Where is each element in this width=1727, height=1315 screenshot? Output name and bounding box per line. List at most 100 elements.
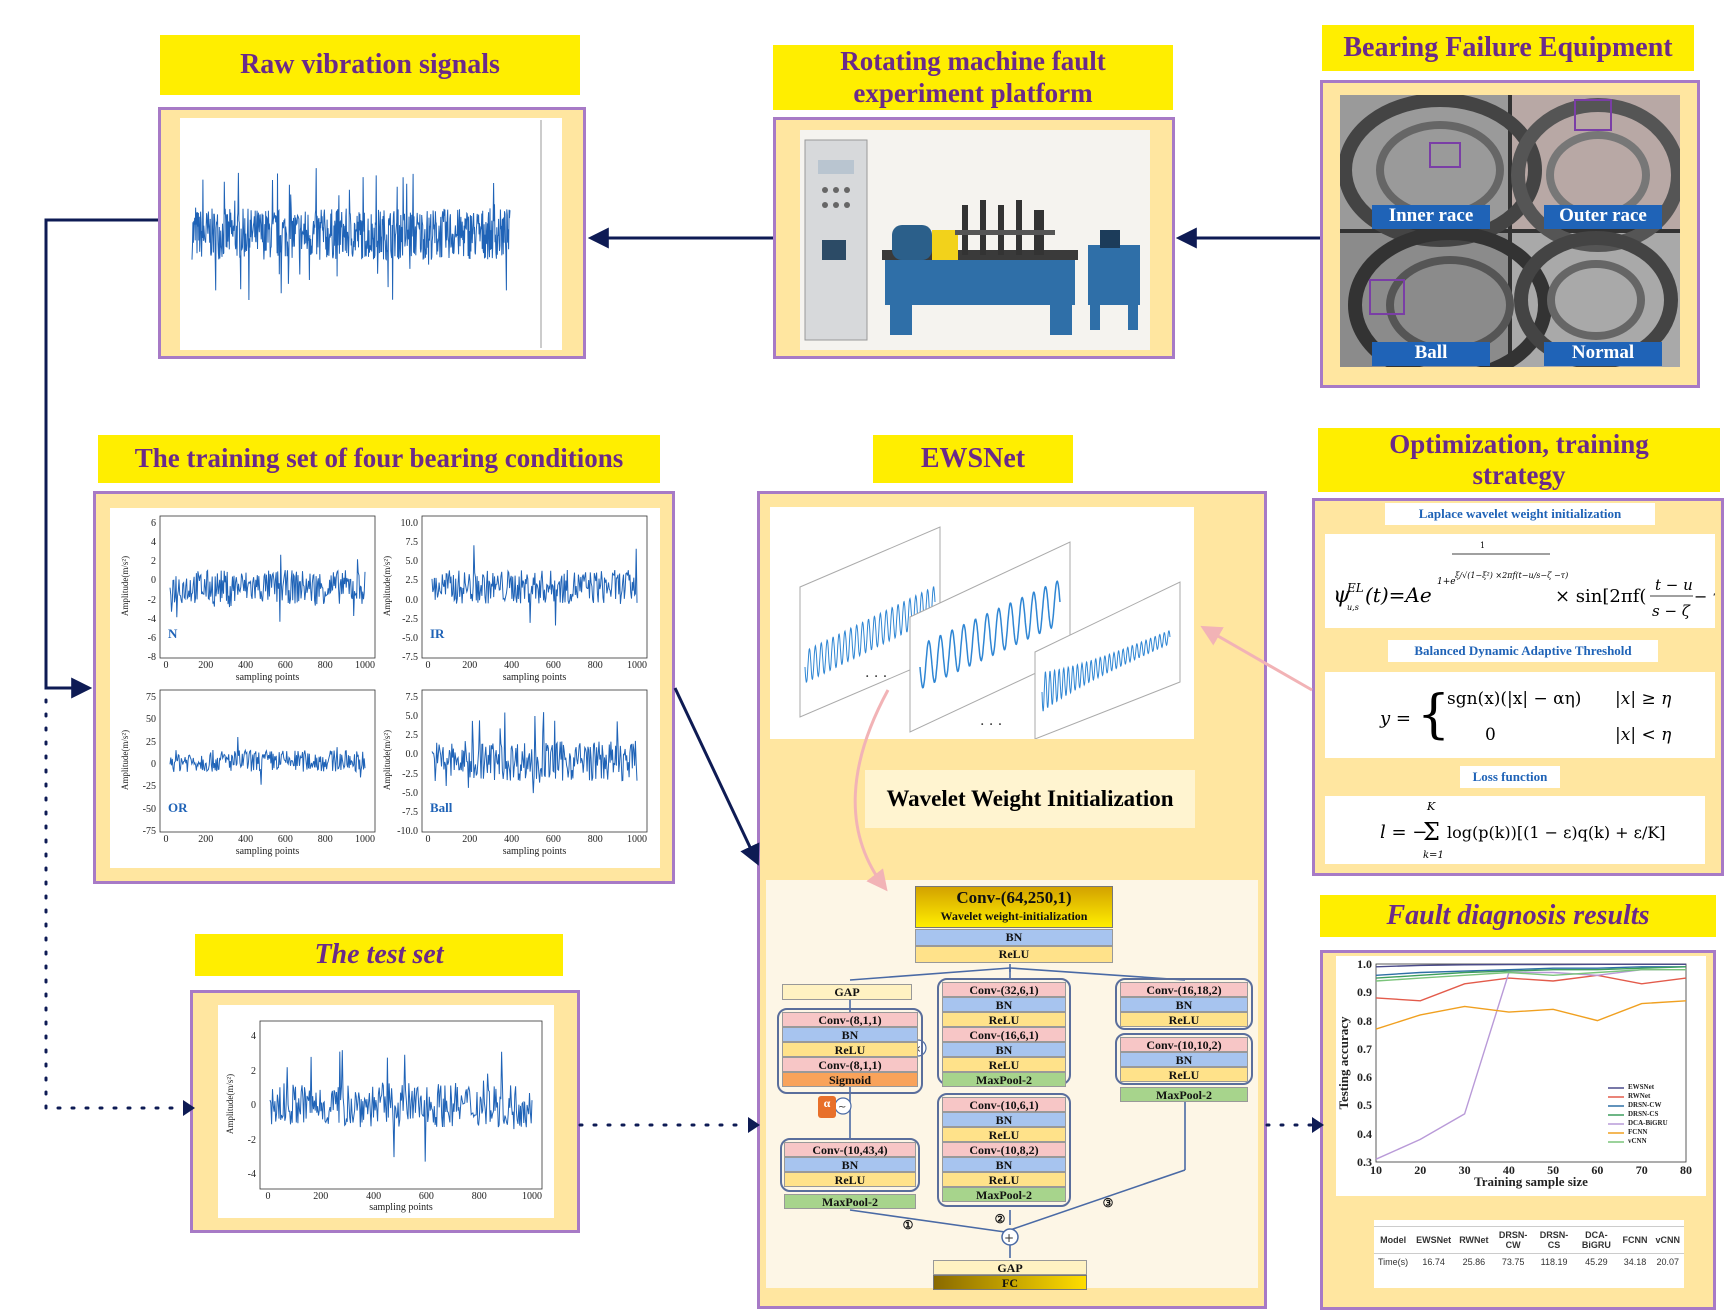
loss-formula-svg: l = − K Σ k=1 log(p(k))[(1 − ε)q(k) + ε/… [1380, 800, 1666, 861]
training-xtick: 600 [545, 834, 561, 845]
svg-text:. . .: . . . [865, 665, 887, 681]
results-xtick: 20 [1414, 1163, 1427, 1177]
title-bearing: Bearing Failure Equipment [1322, 25, 1694, 71]
path-number-1: ① [902, 1218, 914, 1232]
title-raw-signals: Raw vibration signals [160, 35, 580, 95]
test-ytick: 4 [251, 1031, 256, 1042]
training-ytick: -10.0 [397, 826, 418, 837]
branch1-group2 [780, 1138, 920, 1192]
bearing-label-outer-race: Outer race [1544, 205, 1662, 229]
training-xtick: 200 [462, 660, 478, 671]
branch2-relu1: ReLU [942, 1012, 1066, 1027]
svg-text:EL: EL [1346, 581, 1364, 595]
training-xtick: 1000 [355, 834, 375, 845]
branch2-conv4: Conv-(10,8,2) [942, 1142, 1066, 1157]
branch2-conv1: Conv-(32,6,1) [942, 982, 1066, 997]
training-xtick: 600 [277, 660, 293, 671]
title-platform-line2: experiment platform [853, 77, 1093, 108]
bearing-label-normal: Normal [1544, 342, 1662, 366]
top-relu: ReLU [915, 946, 1113, 963]
time-table-cell: 118.19 [1533, 1253, 1575, 1270]
svg-text:− τ): − τ) [1694, 587, 1715, 606]
training-xtick: 400 [238, 834, 254, 845]
training-xtick: 1000 [355, 660, 375, 671]
threshold-formula-svg: y = { sgn(x)(|x| − αη) |x| ≥ η 0 |x| < η [1379, 685, 1672, 745]
svg-text:u,s: u,s [1347, 603, 1359, 612]
training-ytick: -5.0 [402, 787, 418, 799]
training-ytick: 6 [151, 518, 156, 529]
test-xtick: 200 [313, 1191, 329, 1202]
branch3-bn2: BN [1120, 1052, 1248, 1067]
training-ylabel: Amplitude(m/s²) [382, 555, 392, 617]
svg-text:sgn(x)(|x| − αη): sgn(x)(|x| − αη) [1447, 689, 1581, 709]
wavelet-weights-panel: . . . . . . [770, 507, 1194, 740]
branch2-maxpool1: MaxPool-2 [942, 1072, 1066, 1087]
branch3-group2 [1115, 1033, 1253, 1085]
bearing-label-inner-race: Inner race [1372, 205, 1490, 229]
test-xtick: 600 [418, 1191, 434, 1202]
title-optimization: Optimization, training strategy [1318, 428, 1720, 492]
svg-text:|x| < η: |x| < η [1615, 725, 1672, 745]
branch1-relu2: ReLU [784, 1172, 916, 1187]
time-table-header-cell: vCNN [1651, 1226, 1684, 1254]
test-xtick: 400 [366, 1191, 382, 1202]
time-table-cell: 73.75 [1492, 1253, 1534, 1270]
branch1-conv1: Conv-(8,1,1) [782, 1012, 918, 1027]
test-set-plot [218, 1005, 554, 1218]
branch1-relu1: ReLU [782, 1042, 918, 1057]
series-line-EWSNet [1375, 963, 1686, 968]
raw-signal-plot [180, 118, 562, 350]
results-chart-panel [1336, 956, 1706, 1196]
svg-text:l = −: l = − [1380, 822, 1427, 843]
legend-entry-EWSNet: EWSNet [1628, 1083, 1655, 1091]
branch2-relu2: ReLU [942, 1057, 1066, 1072]
results-xtick: 40 [1502, 1163, 1515, 1177]
training-ytick: -2.5 [402, 613, 418, 625]
training-ytick: 0.0 [405, 594, 419, 606]
series-line-DRSN-CW [1375, 966, 1686, 976]
training-ytick: 2.5 [405, 575, 419, 587]
training-xtick: 800 [317, 834, 333, 845]
test-xtick: 800 [471, 1191, 487, 1202]
branch2-relu4: ReLU [942, 1172, 1066, 1187]
training-xtick: 800 [587, 834, 603, 845]
time-table-cell: 16.74 [1412, 1253, 1456, 1270]
results-xtick: 60 [1591, 1163, 1604, 1177]
training-ytick: -2 [147, 594, 156, 606]
time-table-cell: 34.18 [1618, 1253, 1652, 1270]
branch2-bn4: BN [942, 1157, 1066, 1172]
training-ytick: 0 [151, 575, 156, 587]
branch2-conv2: Conv-(16,6,1) [942, 1027, 1066, 1042]
training-signal-2 [169, 736, 366, 785]
bearing-label-ball: Ball [1372, 342, 1490, 366]
training-xtick: 200 [462, 834, 478, 845]
training-xtick: 200 [198, 660, 214, 671]
threshold-heading: Balanced Dynamic Adaptive Threshold [1388, 640, 1658, 662]
legend-entry-vCNN: vCNN [1628, 1137, 1647, 1145]
wavelet-weights-svg: . . . . . . [799, 526, 1181, 740]
threshold-formula: y = { sgn(x)(|x| − αη) |x| ≥ η 0 |x| < η [1325, 672, 1715, 758]
time-table-header-cell: RWNet [1455, 1226, 1493, 1254]
final-fc: FC [933, 1275, 1087, 1290]
svg-text:s − ζ: s − ζ [1652, 602, 1691, 620]
test-xtick: 0 [265, 1191, 271, 1202]
branch2-bn2: BN [942, 1042, 1066, 1057]
training-ytick: -7.5 [402, 652, 418, 663]
training-ytick: -50 [142, 803, 156, 815]
svg-text:y =: y = [1379, 708, 1411, 729]
results-xtick: 30 [1458, 1163, 1471, 1177]
branch3-group1 [1115, 978, 1253, 1030]
branch3-bn1: BN [1120, 997, 1248, 1012]
legend-entry-DCA-BiGRU: DCA-BiGRU [1628, 1119, 1668, 1127]
training-ytick: 10.0 [400, 518, 419, 529]
training-xtick: 1000 [627, 834, 647, 845]
training-panel-label-0: N [168, 626, 178, 641]
training-xtick: 200 [198, 834, 214, 845]
results-chart-svg [1375, 963, 1687, 1163]
platform-illustration [804, 139, 1140, 341]
training-ytick: -25 [142, 781, 156, 793]
laplace-formula-svg: ψ EL u,s (t)=Ae 1+e 1 ξ/√(1−ξ²) ×2πf(t−u… [1333, 541, 1727, 620]
branch1-group [777, 1008, 923, 1094]
svg-text:K: K [1426, 800, 1436, 813]
